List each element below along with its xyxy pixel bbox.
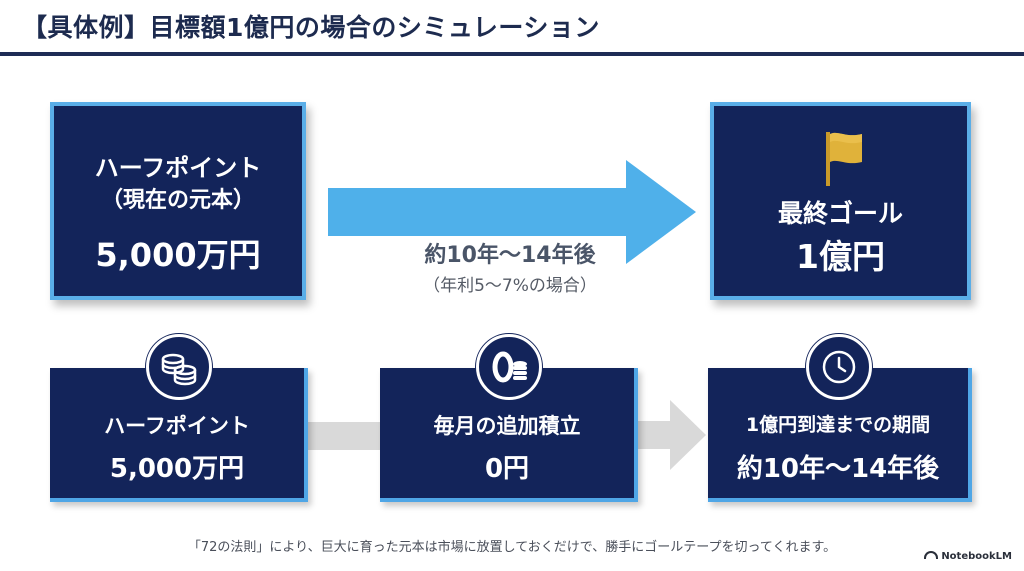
arrow-period-label: 約10年〜14年後 [424,243,596,268]
coins-icon [146,334,212,400]
title-divider [0,52,1024,56]
notebooklm-icon [924,551,939,559]
brand-name: NotebookLM [941,551,1012,562]
zero-coins-icon [476,334,542,400]
clock-icon [806,334,872,400]
half-point-sublabel: （現在の元本） [100,188,255,213]
footer-note: 「72の法則」により、巨大に育った元本は市場に放置しておくだけで、勝手にゴールテ… [187,540,837,555]
half-point-label: ハーフポイント [94,154,262,182]
growth-arrow [328,160,696,264]
summary-card-value: 約10年〜14年後 [736,454,940,484]
notebooklm-logo: NotebookLM [924,551,1012,562]
summary-card-value: 5,000万円 [109,454,245,484]
connector-arrow-head [636,400,706,470]
summary-card-label: ハーフポイント [104,414,250,438]
half-point-card: ハーフポイント （現在の元本） 5,000万円 [50,102,306,300]
summary-card-label: 毎月の追加積立 [433,414,581,438]
connector-arrow [306,422,382,450]
page-title: 【具体例】目標額1億円の場合のシミュレーション [22,13,600,42]
flag-icon [826,132,862,186]
summary-card-period: 1億円到達までの期間 約10年〜14年後 [708,368,972,502]
summary-card-label: 1億円到達までの期間 [745,414,931,436]
final-goal-card: 最終ゴール 1億円 [710,102,971,300]
half-point-amount: 5,000万円 [95,236,261,274]
final-goal-label: 最終ゴール [777,199,903,228]
final-goal-amount: 1億円 [796,237,885,276]
arrow-rate-label: （年利5〜7%の場合） [423,276,597,296]
summary-card-value: 0円 [484,454,530,484]
summary-card-half-point: ハーフポイント 5,000万円 [50,368,308,502]
